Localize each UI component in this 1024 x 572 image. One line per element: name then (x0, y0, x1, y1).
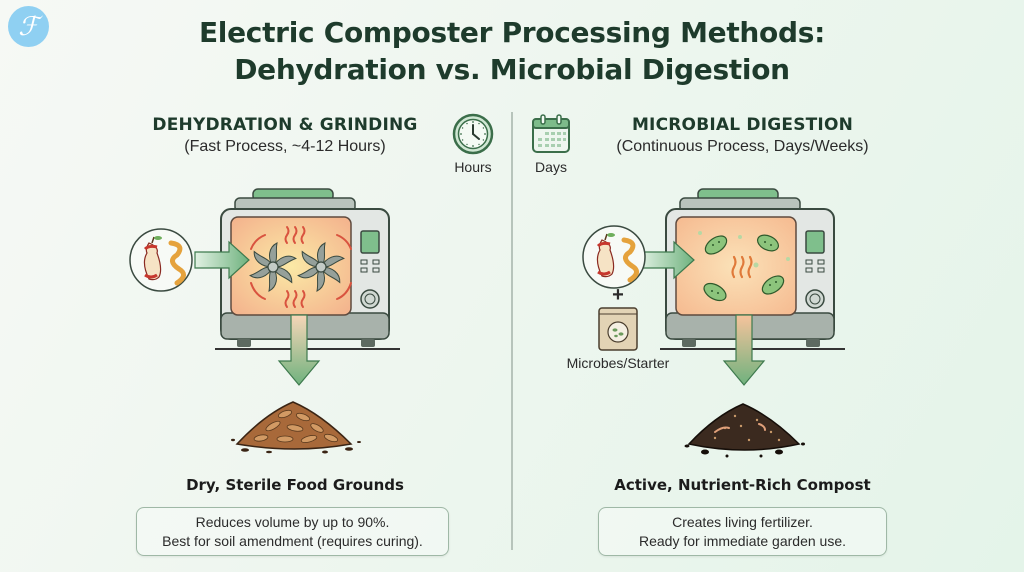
right-result-label: Active, Nutrient-Rich Compost (614, 476, 871, 494)
right-note-box: Creates living fertilizer. Ready for imm… (598, 507, 887, 556)
hours-label: Hours (454, 159, 492, 175)
brand-logo[interactable]: ℱ (8, 6, 49, 47)
days-label: Days (535, 159, 567, 175)
left-note-line-1: Reduces volume by up to 90%. (195, 513, 390, 530)
clock-icon (452, 113, 498, 155)
dry-grounds-pile-icon (225, 392, 365, 458)
microbe-starter-packet-icon (596, 306, 640, 352)
starter-label: Microbes/Starter (566, 355, 670, 371)
hours-indicator: Hours (448, 113, 498, 175)
right-heading: MICROBIAL DIGESTION (Continuous Process,… (590, 115, 895, 156)
left-note-line-2: Best for soil amendment (requires curing… (162, 532, 423, 549)
center-divider (511, 112, 513, 550)
days-indicator: Days (528, 113, 574, 175)
left-process-illustration (125, 185, 415, 390)
right-section-title: MICROBIAL DIGESTION (631, 115, 854, 135)
compost-pile-icon (675, 396, 815, 460)
left-heading: DEHYDRATION & GRINDING (Fast Process, ~4… (140, 115, 430, 156)
left-note-box: Reduces volume by up to 90%. Best for so… (136, 507, 449, 556)
calendar-icon (530, 113, 574, 155)
plus-sign: + (612, 284, 624, 306)
logo-letter: ℱ (18, 11, 39, 42)
left-result-label: Dry, Sterile Food Grounds (186, 476, 404, 494)
page-title: Electric Composter Processing Methods: D… (0, 14, 1024, 88)
right-process-illustration (570, 185, 860, 390)
right-note-line-1: Creates living fertilizer. (672, 513, 813, 530)
title-line-2: Dehydration vs. Microbial Digestion (234, 53, 790, 86)
left-section-subtitle: (Fast Process, ~4-12 Hours) (184, 138, 386, 155)
right-section-subtitle: (Continuous Process, Days/Weeks) (616, 138, 869, 155)
title-line-1: Electric Composter Processing Methods: (198, 16, 825, 49)
left-section-title: DEHYDRATION & GRINDING (152, 115, 418, 135)
right-note-line-2: Ready for immediate garden use. (639, 532, 846, 549)
